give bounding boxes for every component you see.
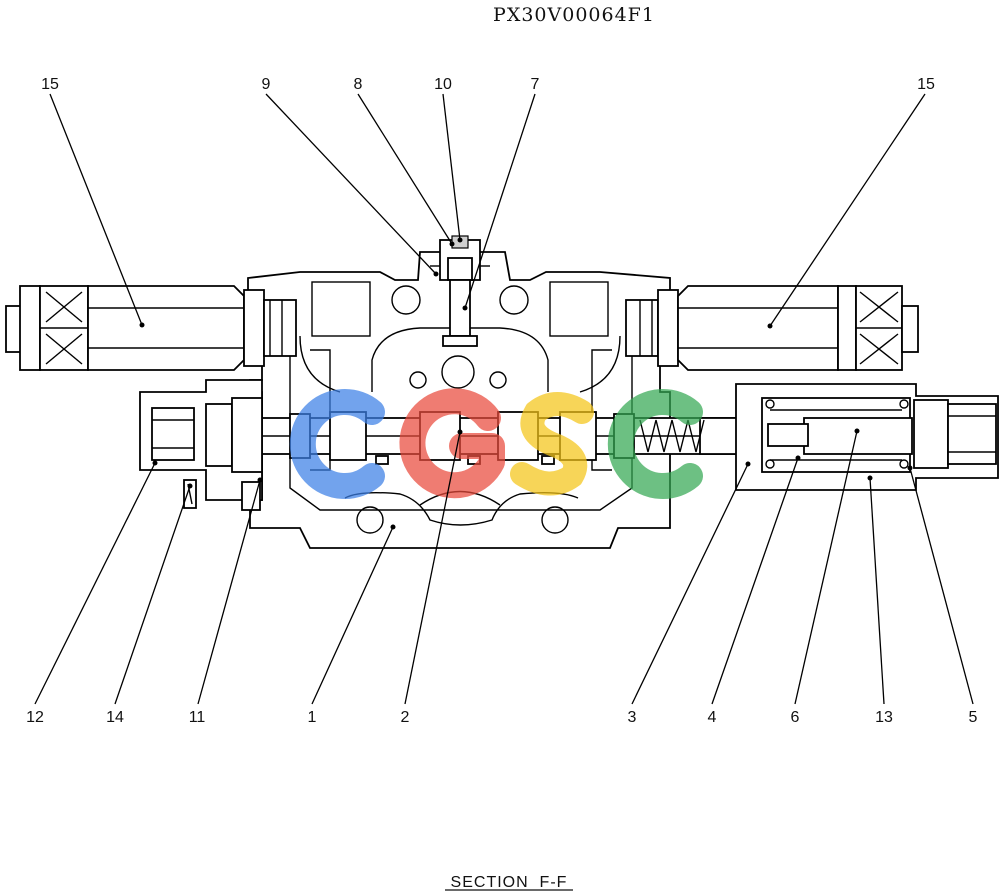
section-caption: SECTION F-F (451, 874, 568, 891)
callout-1: 1 (308, 709, 317, 726)
right-end-cap (639, 383, 999, 491)
callout-15-left: 15 (41, 76, 59, 93)
callout-8: 8 (354, 76, 363, 93)
callout-12: 12 (26, 709, 44, 726)
callout-6: 6 (791, 709, 800, 726)
watermark-letter-g (399, 388, 505, 499)
callout-13: 13 (875, 709, 893, 726)
callout-14: 14 (106, 709, 124, 726)
watermark-letter-s (510, 392, 594, 496)
watermark-letter-c2 (607, 389, 703, 499)
callout-10: 10 (434, 76, 452, 93)
left-end-cap (139, 379, 263, 511)
drawing-code: PX30V00064F1 (493, 4, 655, 26)
cgsc-watermark (289, 388, 703, 499)
right-relief-valve (625, 285, 919, 371)
callout-9: 9 (262, 76, 271, 93)
watermark-letter-c1 (289, 389, 385, 499)
callout-15-right: 15 (917, 76, 935, 93)
callout-2: 2 (401, 709, 410, 726)
callout-5: 5 (969, 709, 978, 726)
callout-11: 11 (189, 709, 206, 726)
callout-4: 4 (708, 709, 717, 726)
callout-labels: 15 9 8 10 7 15 12 14 11 1 2 3 4 6 13 5 (26, 76, 977, 726)
callout-7: 7 (531, 76, 540, 93)
leader-lines (34, 93, 974, 705)
left-relief-valve (5, 285, 297, 371)
callout-3: 3 (628, 709, 637, 726)
